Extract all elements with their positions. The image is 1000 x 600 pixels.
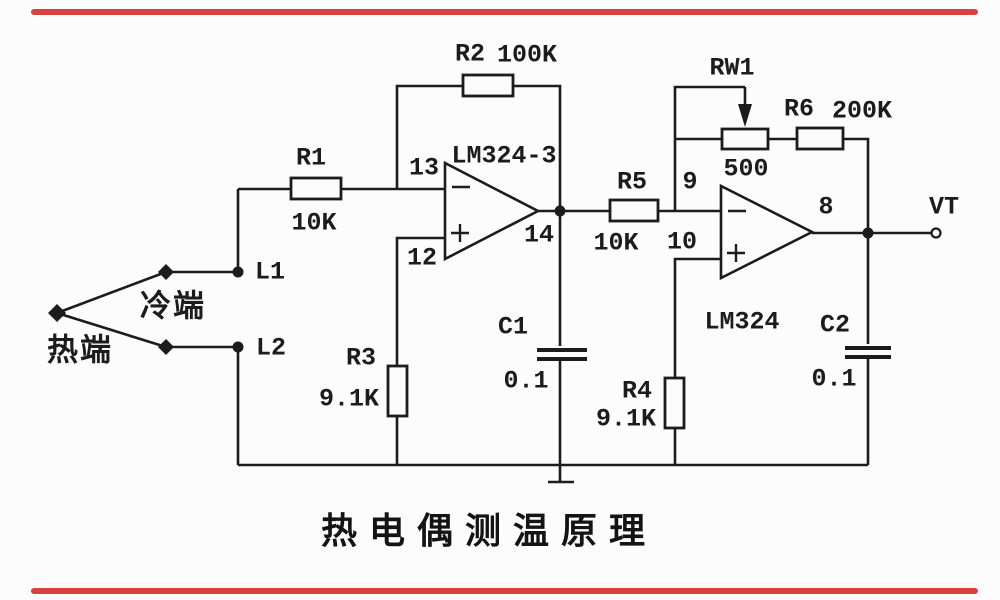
l1-junction-dot xyxy=(232,266,244,278)
c2-plates xyxy=(845,346,891,359)
r3-value: 9.1K xyxy=(318,384,380,414)
r3-body xyxy=(386,364,409,418)
rw1-wiper-arrow xyxy=(738,104,752,127)
r6-label: R6 xyxy=(783,94,815,124)
junction-dots xyxy=(232,205,874,353)
opamp1-plus-sign xyxy=(451,224,469,242)
opamp2-triangle xyxy=(719,183,815,281)
top-divider-bar xyxy=(31,9,978,15)
bottom-divider-bar xyxy=(31,588,978,594)
opamp1-pin13: 13 xyxy=(408,153,440,183)
c1-label: C1 xyxy=(497,312,529,342)
diagram-title: 热电偶测温原理 xyxy=(320,511,658,551)
rw1-label: RW1 xyxy=(709,53,755,83)
vt-output-label: VT xyxy=(928,192,960,222)
opamp2-plus-sign xyxy=(727,244,745,262)
r1-label: R1 xyxy=(295,143,327,173)
rw1-wire xyxy=(673,85,797,211)
r1-body xyxy=(289,176,343,201)
r4-value: 9.1K xyxy=(595,404,657,434)
r6-body xyxy=(795,126,845,151)
hot-end-label: 热端 xyxy=(47,332,113,368)
opamp2-pin9: 9 xyxy=(682,167,698,197)
opamp2-label: LM324 xyxy=(704,307,780,337)
opamp1-pin12: 12 xyxy=(406,243,438,273)
lead1-label: L1 xyxy=(254,257,286,287)
l2-junction-dot xyxy=(232,341,244,353)
r2-value: 100K xyxy=(496,40,558,70)
opamp1-pin14: 14 xyxy=(523,220,555,250)
resistor-bodies xyxy=(289,73,845,430)
opamp2-output-dot xyxy=(862,227,874,239)
opamp1-output-dot xyxy=(554,205,566,217)
c1-value: 0.1 xyxy=(503,366,549,396)
r3-branch-wire xyxy=(395,236,445,465)
r2-feedback-wire xyxy=(395,84,562,211)
opamp1-label: LM324-3 xyxy=(451,141,557,171)
lead2-label: L2 xyxy=(255,333,287,363)
output-terminal-circle xyxy=(930,227,942,239)
r4-body xyxy=(663,376,686,430)
c1-branch-wire xyxy=(548,211,574,484)
rw1-body xyxy=(720,127,770,151)
r5-label: R5 xyxy=(616,167,648,197)
r1-value: 10K xyxy=(291,208,337,238)
thermocouple-junctions xyxy=(48,264,174,355)
capacitor-plates xyxy=(537,346,891,361)
cold-junction-diamond-top xyxy=(158,264,174,280)
r5-value: 10K xyxy=(593,228,639,258)
c2-value: 0.1 xyxy=(811,364,857,394)
wire-lines xyxy=(56,84,931,484)
r2-label: R2 xyxy=(454,39,486,69)
opamp-input-signs xyxy=(451,185,746,262)
c1-plates xyxy=(537,348,587,361)
cold-junction-diamond-bottom xyxy=(158,339,174,355)
r4-label: R4 xyxy=(621,376,653,406)
rw1-value: 500 xyxy=(723,154,769,184)
r3-label: R3 xyxy=(345,343,377,373)
c2-label: C2 xyxy=(819,310,851,340)
r6-value: 200K xyxy=(831,96,893,126)
r4-branch-wire xyxy=(673,257,721,465)
r5-body xyxy=(608,198,660,223)
thermocouple-wires xyxy=(56,270,238,349)
opamp2-pin10: 10 xyxy=(666,227,698,257)
cold-end-label: 冷端 xyxy=(140,288,206,324)
hot-junction-diamond xyxy=(48,304,66,322)
opamp2-pin8: 8 xyxy=(818,192,834,222)
r6-wire xyxy=(843,137,870,233)
r2-body xyxy=(461,73,515,98)
